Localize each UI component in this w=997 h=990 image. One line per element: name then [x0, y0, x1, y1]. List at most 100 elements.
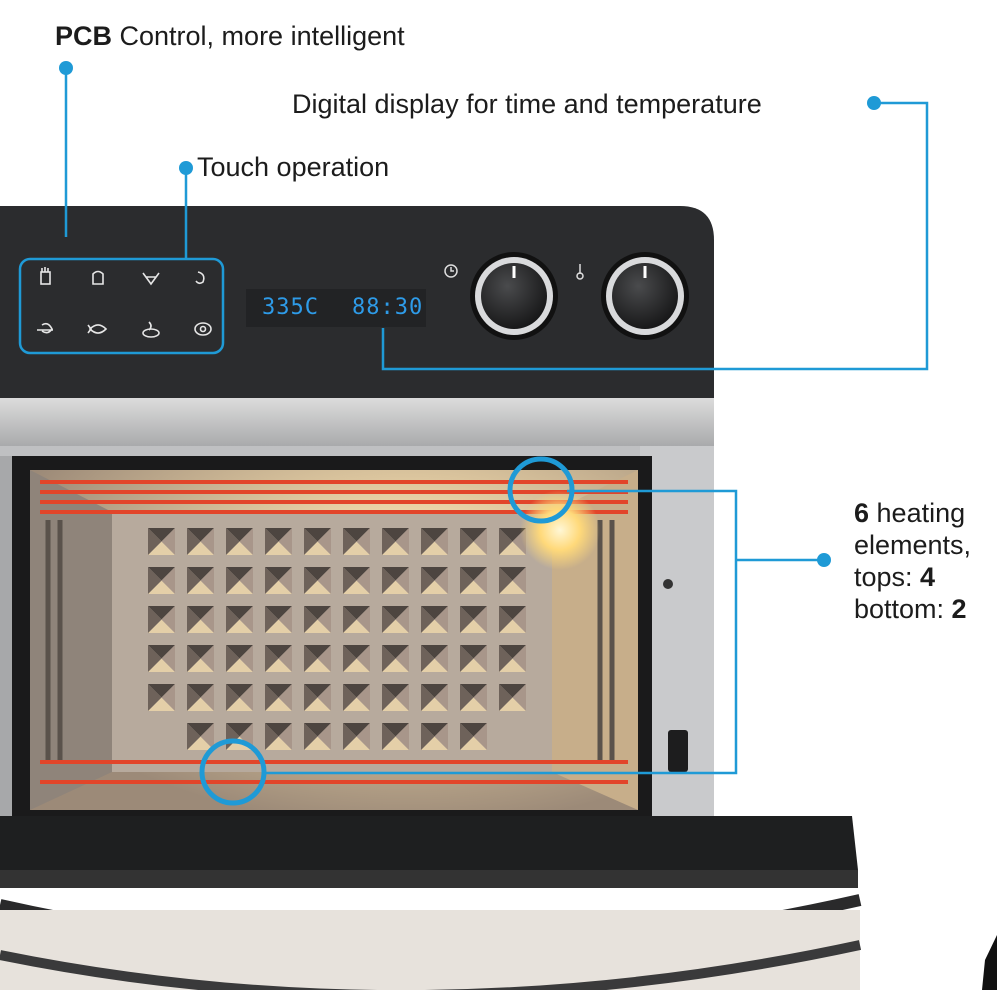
vent-facet — [148, 567, 175, 581]
vent-facet — [226, 619, 253, 633]
vent-facet — [343, 723, 357, 750]
pizza-icon[interactable] — [142, 321, 160, 338]
vent-facet — [226, 723, 253, 737]
vent-facet — [265, 528, 279, 555]
vent-facet — [265, 606, 292, 620]
vent-facet — [187, 645, 214, 659]
vent-facet — [278, 684, 292, 711]
tops-label: tops: — [854, 562, 921, 592]
temperature-knob[interactable] — [601, 252, 689, 340]
vent-facet — [499, 697, 526, 711]
heating-line-1: 6 heating — [854, 497, 997, 529]
vent-facet — [395, 528, 409, 555]
vent-facet — [317, 645, 331, 672]
vent-facet — [356, 606, 370, 633]
vent-facet — [304, 606, 331, 620]
vent-facet — [148, 580, 175, 594]
toast-icon[interactable] — [92, 270, 104, 285]
vent-facet — [226, 528, 253, 542]
door-latch — [668, 730, 688, 772]
vent-facet — [382, 606, 409, 620]
vent-facet — [239, 567, 253, 594]
vent-facet — [187, 645, 201, 672]
vent-facet — [304, 606, 318, 633]
steak-icon[interactable] — [194, 322, 212, 336]
vent-facet — [148, 684, 162, 711]
vent-facet — [304, 541, 331, 555]
vent-facet — [382, 528, 396, 555]
vent-facet — [148, 567, 162, 594]
vent-facet — [187, 684, 201, 711]
vent-facet — [278, 528, 292, 555]
vent-facet — [304, 580, 331, 594]
vent-facet — [343, 606, 370, 620]
clock-icon — [444, 264, 458, 278]
vent-facet — [343, 645, 370, 659]
vent-facet — [421, 684, 448, 698]
vent-facet — [421, 619, 448, 633]
vent-facet — [421, 658, 448, 672]
vent-facet — [343, 684, 370, 698]
vent-facet — [473, 528, 487, 555]
vent-facet — [343, 567, 370, 581]
vent-facet — [187, 567, 214, 581]
vent-facet — [239, 528, 253, 555]
vent-facet — [226, 541, 253, 555]
vent-facet — [460, 723, 487, 737]
vent-facet — [382, 684, 409, 698]
rotisserie-icon[interactable] — [37, 322, 53, 334]
vent-facet — [460, 684, 487, 698]
fries-icon[interactable] — [40, 267, 51, 285]
vent-facet — [499, 606, 526, 620]
vent-facet — [499, 541, 526, 555]
vent-facet — [421, 684, 435, 711]
thermometer-icon — [576, 264, 584, 280]
vent-facet — [460, 736, 487, 750]
vent-facet — [460, 541, 487, 555]
air-vent-pattern — [148, 528, 526, 750]
vent-facet — [200, 684, 214, 711]
vent-facet — [187, 736, 214, 750]
pcb-callout: PCB Control, more intelligent — [55, 20, 405, 52]
heating-line-3: tops: 4 — [854, 561, 997, 593]
vent-facet — [187, 541, 214, 555]
vent-facet — [343, 697, 370, 711]
vent-facet — [304, 658, 331, 672]
vent-facet — [265, 697, 292, 711]
vent-facet — [382, 528, 409, 542]
vent-facet — [304, 567, 331, 581]
vent-facet — [226, 697, 253, 711]
chicken-wing-icon[interactable] — [142, 272, 160, 286]
vent-facet — [200, 723, 214, 750]
vent-facet — [421, 697, 448, 711]
vent-facet — [382, 684, 396, 711]
fish-icon[interactable] — [87, 324, 108, 334]
shrimp-icon[interactable] — [195, 271, 205, 285]
vent-facet — [317, 528, 331, 555]
vent-facet — [382, 645, 409, 659]
vent-facet — [200, 567, 214, 594]
timer-knob[interactable] — [470, 252, 558, 340]
vent-facet — [226, 567, 240, 594]
vent-facet — [434, 528, 448, 555]
vent-facet — [226, 606, 253, 620]
vent-facet — [434, 723, 448, 750]
vent-facet — [304, 723, 318, 750]
vent-facet — [421, 567, 448, 581]
vent-facet — [265, 723, 292, 737]
vent-facet — [187, 723, 201, 750]
vent-facet — [161, 606, 175, 633]
vent-facet — [382, 658, 409, 672]
vent-facet — [148, 541, 175, 555]
vent-facet — [187, 528, 214, 542]
vent-facet — [265, 645, 279, 672]
vent-facet — [226, 580, 253, 594]
vent-facet — [343, 684, 357, 711]
vent-facet — [187, 697, 214, 711]
vent-facet — [382, 619, 409, 633]
vent-facet — [304, 684, 331, 698]
vent-facet — [265, 567, 279, 594]
vent-facet — [148, 606, 162, 633]
vent-facet — [421, 541, 448, 555]
